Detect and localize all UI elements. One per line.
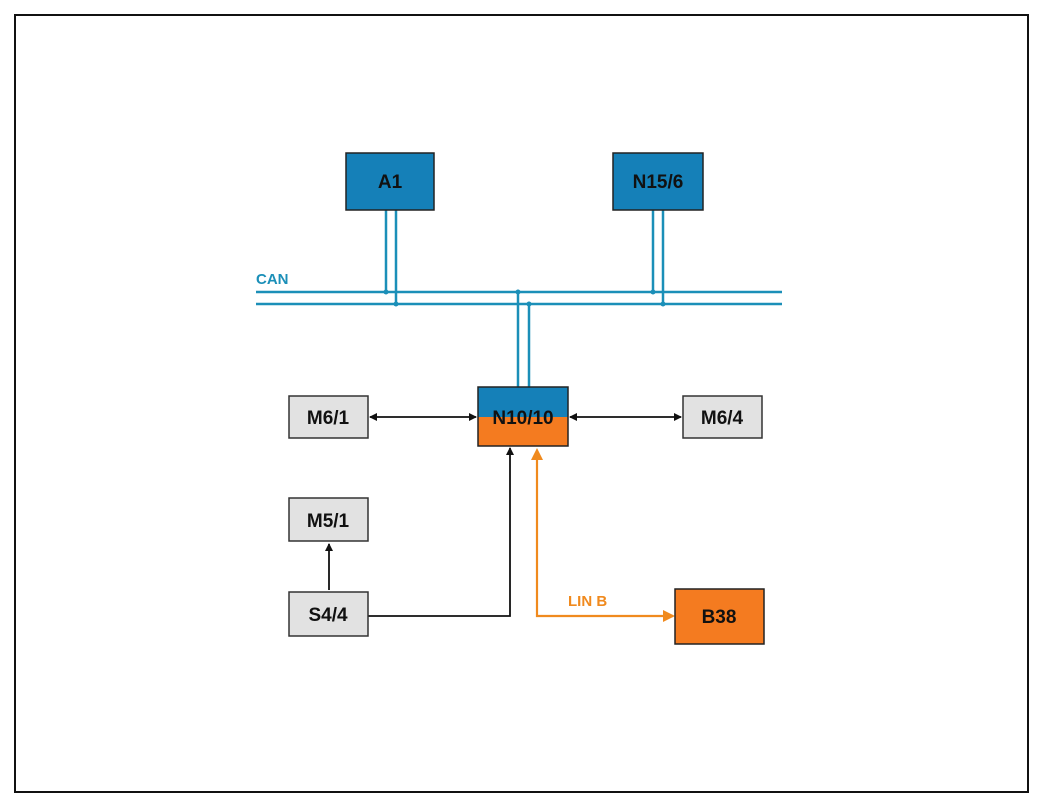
svg-text:B38: B38 — [702, 607, 737, 628]
lin-arrow-up — [531, 448, 543, 460]
wire-s4-4-n10-10 — [368, 447, 514, 617]
svg-text:M5/1: M5/1 — [307, 511, 350, 532]
diagram-frame — [14, 14, 1029, 793]
lin-bus-label: LIN B — [568, 593, 607, 610]
node-b38: B38 — [674, 588, 765, 645]
wires — [325, 413, 682, 617]
svg-text:N10/10: N10/10 — [492, 408, 553, 429]
node-m6-1: M6/1 — [288, 395, 369, 439]
can-bus — [256, 210, 782, 387]
svg-text:M6/1: M6/1 — [307, 408, 350, 429]
lin-bus — [535, 452, 673, 618]
svg-text:M6/4: M6/4 — [701, 408, 744, 429]
can-bus-label: CAN — [256, 271, 289, 288]
svg-text:A1: A1 — [378, 172, 403, 193]
can-bus-junctions — [383, 289, 666, 307]
svg-text:N15/6: N15/6 — [633, 172, 684, 193]
node-n15-6: N15/6 — [612, 152, 704, 211]
node-n10-10: N10/10 — [477, 386, 569, 447]
node-m5-1: M5/1 — [288, 497, 369, 542]
svg-text:S4/4: S4/4 — [308, 605, 348, 626]
lin-arrow-right — [663, 610, 675, 622]
node-s4-4: S4/4 — [288, 591, 369, 637]
node-m6-4: M6/4 — [682, 395, 763, 439]
node-a1: A1 — [345, 152, 435, 211]
